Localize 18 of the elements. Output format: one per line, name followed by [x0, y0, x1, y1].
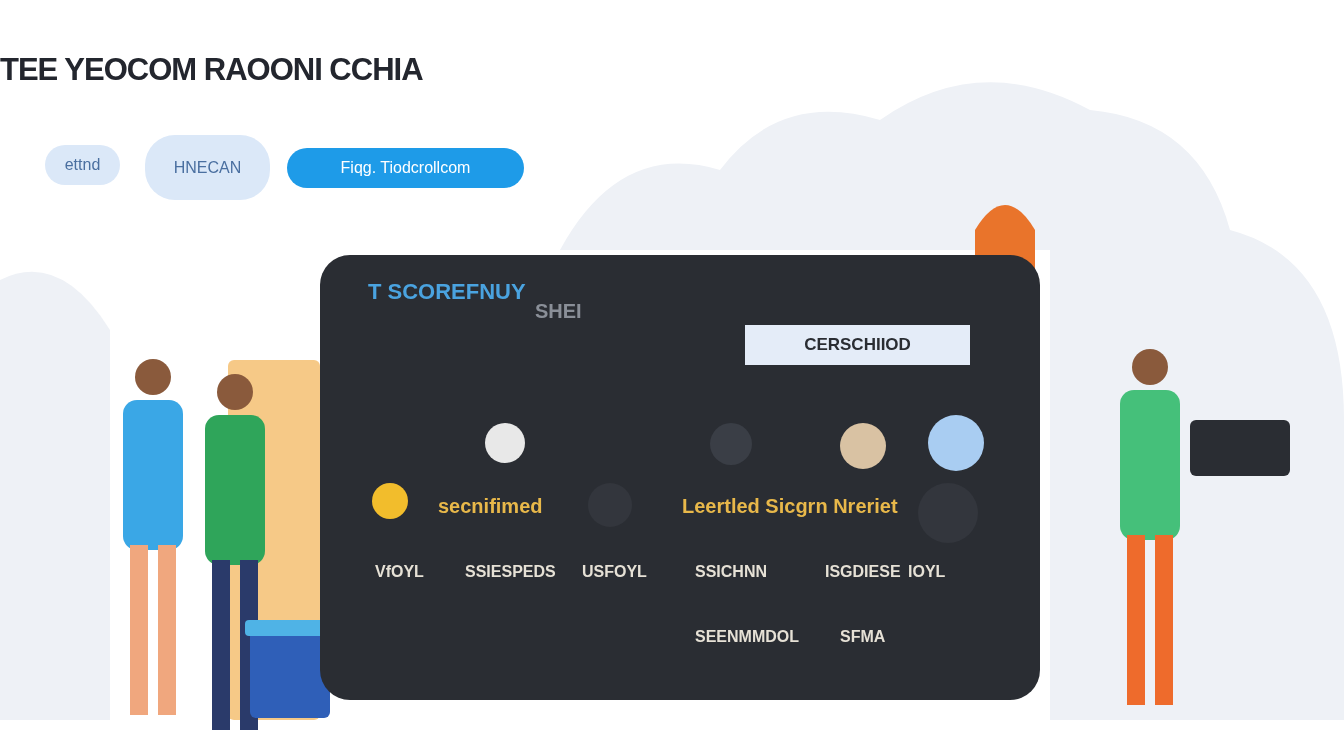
- tag-pill: ettnd: [45, 145, 120, 185]
- page-title: TEE YEOCOM RAOONI CCHIA: [0, 52, 423, 88]
- stat-label: SFMA: [840, 628, 886, 646]
- panel-label: SHEI: [535, 300, 582, 323]
- stat-label: SSIESPEDS: [465, 563, 556, 581]
- dashboard-panel: [320, 255, 1040, 700]
- tag-pill: HNECAN: [145, 135, 270, 200]
- stat-label: ISGDIESE: [825, 563, 901, 581]
- stat-label: IOYL: [908, 563, 946, 581]
- stat-label: VfOYL: [375, 563, 424, 581]
- stat-label: SEENMMDOL: [695, 628, 799, 646]
- stat-label: USFOYL: [582, 563, 647, 581]
- panel-heading: T SCOREFNUY: [368, 279, 526, 305]
- panel-label: Leertled Sicgrn Nreriet: [682, 495, 898, 518]
- stat-label: SSICHNN: [695, 563, 767, 581]
- header-tab: CERSCHIIOD: [745, 325, 970, 365]
- panel-label: secnifimed: [438, 495, 543, 518]
- link-pill: Fiqg. Tiodcrollcom: [287, 148, 524, 188]
